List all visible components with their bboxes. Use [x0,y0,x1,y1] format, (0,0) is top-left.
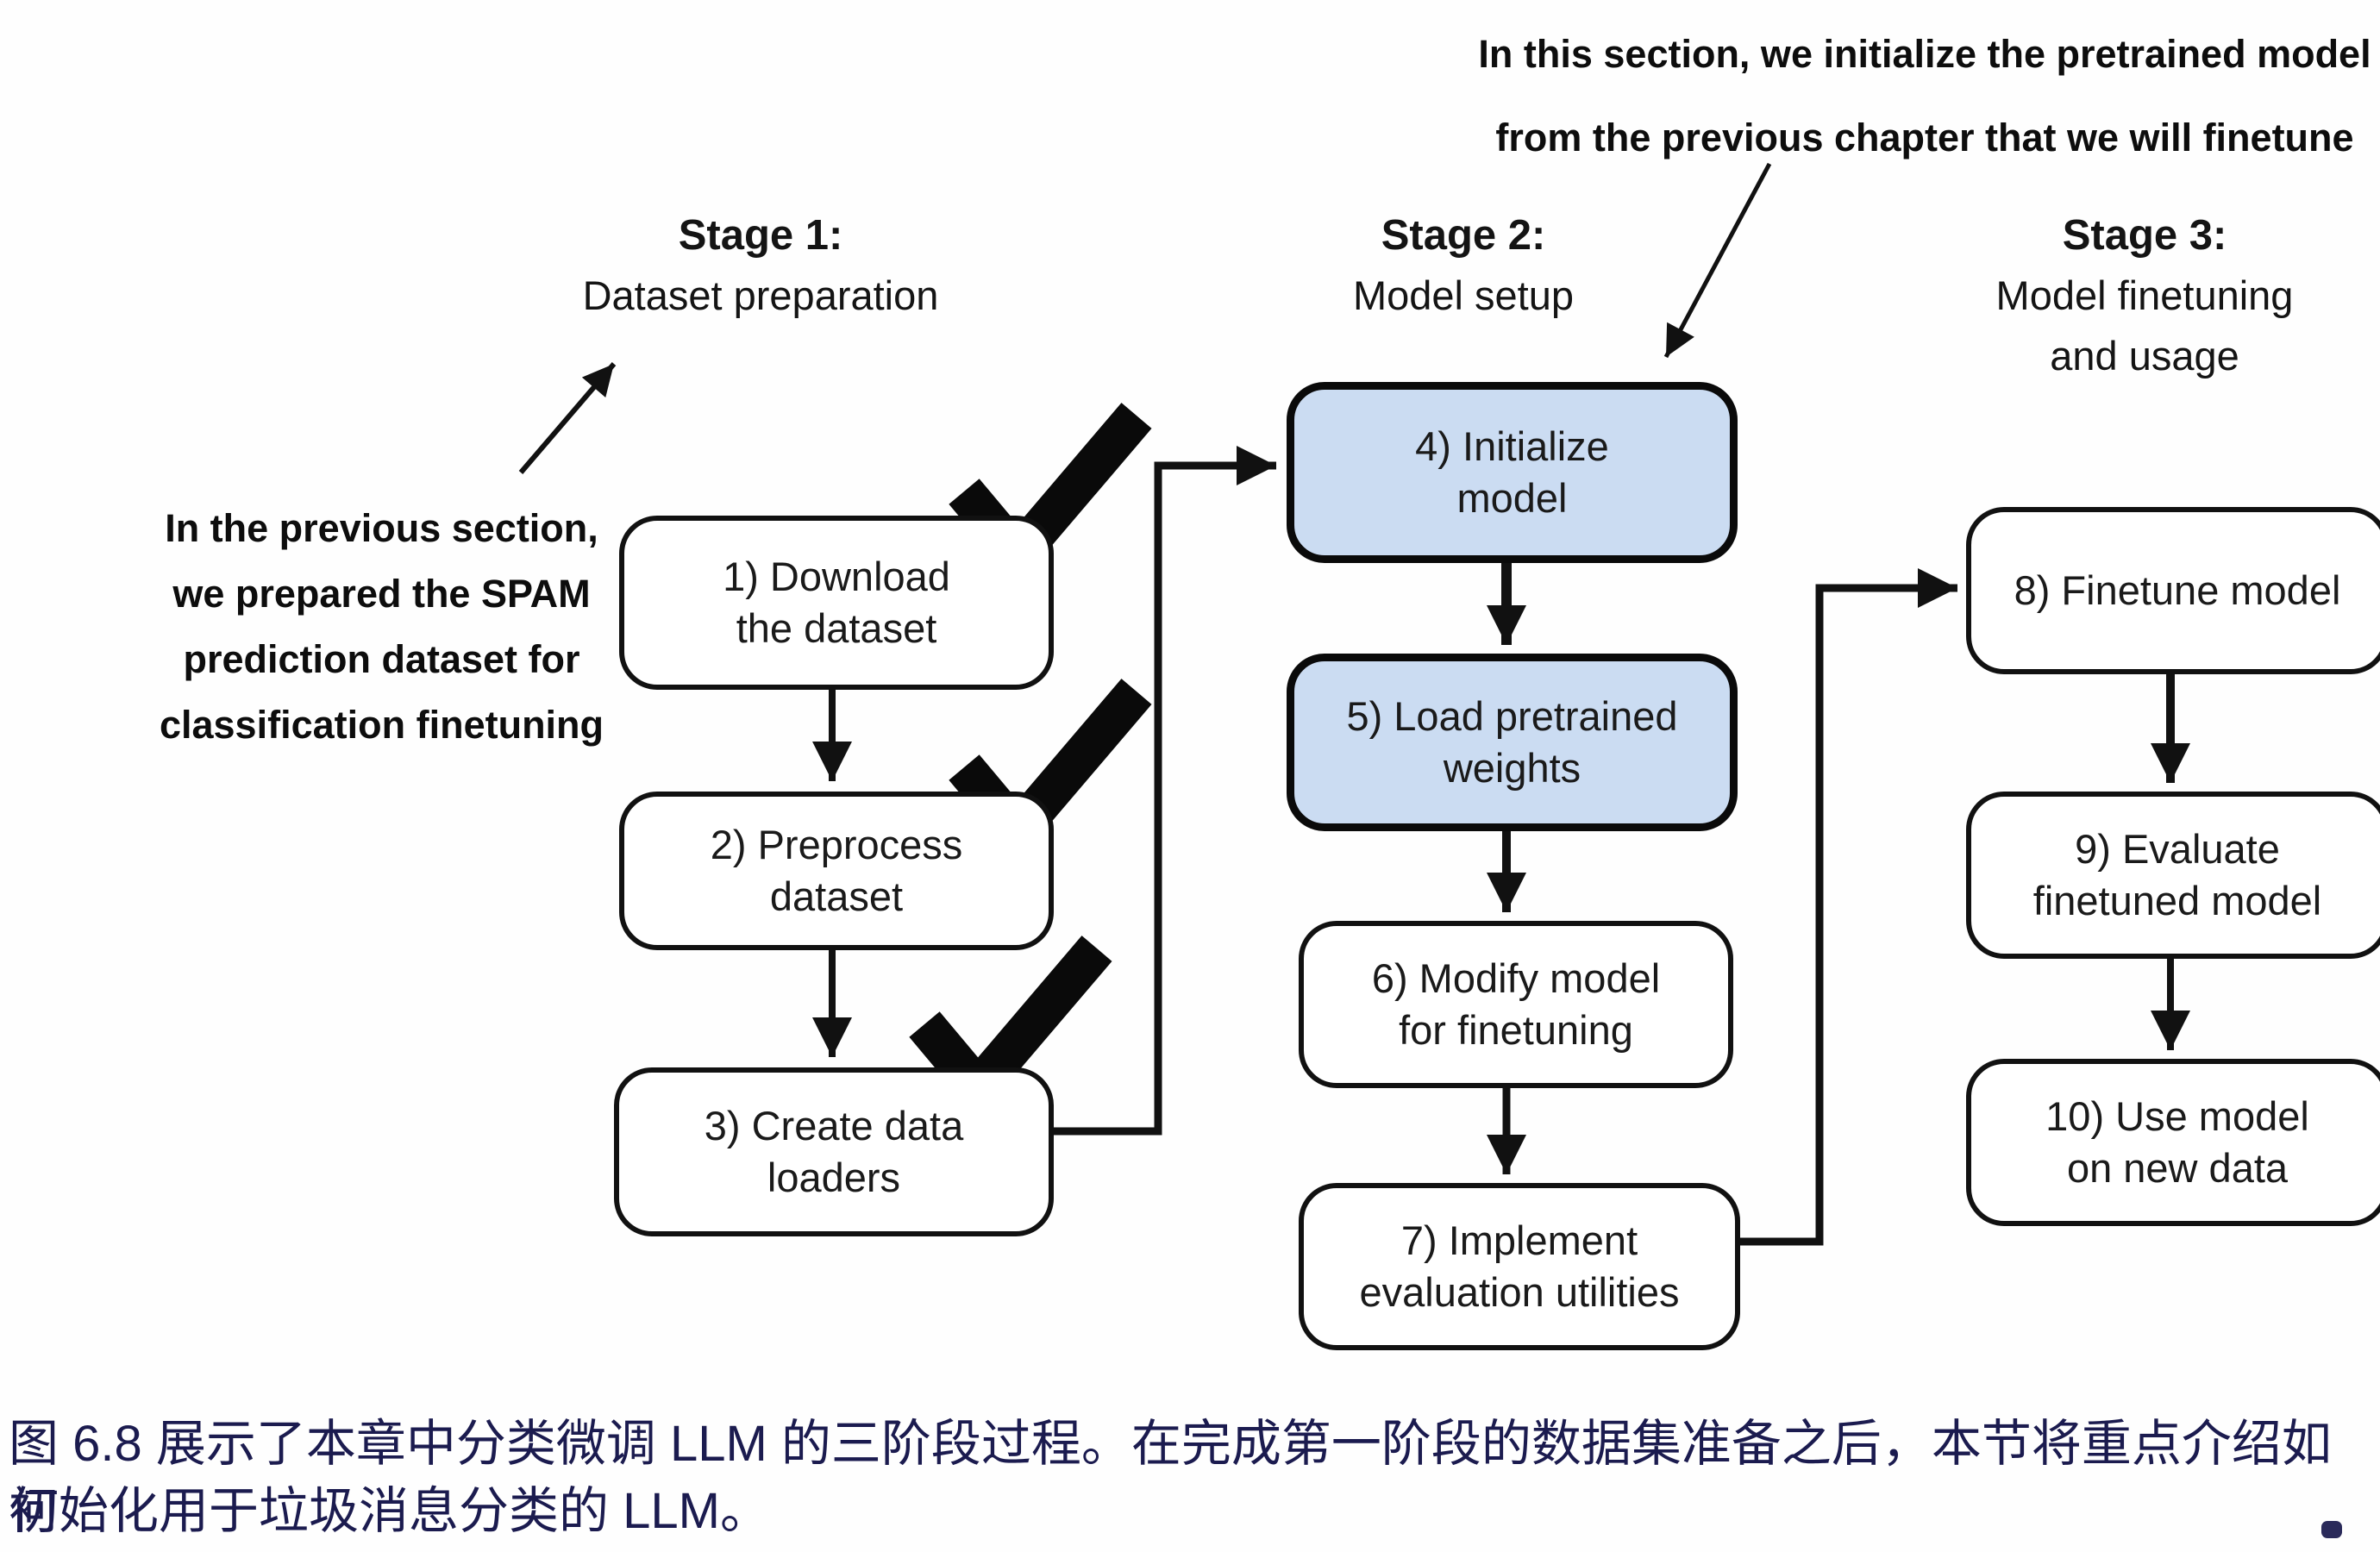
node-label: 1) Download the dataset [723,553,950,651]
node-evaluate-finetuned-model: 9) Evaluate finetuned model [1966,792,2380,959]
connector-box7-box8 [1730,568,1957,1246]
node-modify-model: 6) Modify model for finetuning [1299,921,1733,1088]
node-label: 4) Initialize model [1415,422,1609,521]
node-implement-evaluation-utilities: 7) Implement evaluation utilities [1299,1183,1740,1350]
node-label: 8) Finetune model [2014,566,2341,613]
stage-subtitle: and usage [2050,333,2239,379]
node-load-pretrained-weights: 5) Load pretrained weights [1287,654,1738,831]
node-label: 10) Use model on new data [2045,1092,2309,1191]
stage-title: Stage 2: [1381,212,1546,259]
annotation-left: In the previous section, we prepared the… [134,496,629,758]
stage-2-header: Stage 2: Model setup [1162,205,1765,326]
stage-title: Stage 1: [678,212,843,259]
node-create-data-loaders: 3) Create data loaders [614,1067,1054,1236]
figure-caption-line-2: 初始化用于垃圾消息分类的 LLM。 [9,1483,770,1539]
stage-subtitle: Dataset preparation [582,272,939,318]
node-preprocess-dataset: 2) Preprocess dataset [619,792,1054,950]
node-label: 7) Implement evaluation utilities [1359,1217,1680,1315]
node-finetune-model: 8) Finetune model [1966,507,2380,674]
stage-subtitle: Model setup [1352,272,1575,318]
node-download-dataset: 1) Download the dataset [619,516,1054,690]
stage-3-header: Stage 3: Model finetuning and usage [1843,205,2380,386]
stage-title: Stage 3: [2062,212,2227,259]
annotation-line: In the previous section, [165,506,598,550]
annotation-top-right: In this section, we initialize the pretr… [1476,12,2373,179]
annotation-line: prediction dataset for [183,637,580,681]
edge-mark [2321,1521,2342,1538]
figure-caption-line-1: 图 6.8 展示了本章中分类微调 LLM 的三阶段过程。在完成第一阶段的数据集准… [9,1416,2332,1539]
annotation-line: we prepared the SPAM [172,572,591,616]
annotation-arrow-to-stage1 [518,362,617,474]
stage-1-header: Stage 1: Dataset preparation [459,205,1062,326]
node-label: 6) Modify model for finetuning [1371,954,1661,1053]
annotation-line: In this section, we initialize the pretr… [1478,32,2371,76]
annotation-line: classification finetuning [159,703,604,747]
node-initialize-model: 4) Initialize model [1287,382,1738,563]
node-label: 9) Evaluate finetuned model [2032,825,2322,923]
annotation-arrow-to-box4 [1663,162,1772,359]
node-label: 5) Load pretrained weights [1346,692,1678,791]
connector-box3-box4 [1043,446,1276,1136]
stage-subtitle: Model finetuning [1995,272,2294,318]
node-label: 3) Create data loaders [704,1102,964,1200]
annotation-line: from the previous chapter that we will f… [1495,116,2354,160]
node-label: 2) Preprocess dataset [710,821,963,919]
node-use-model-new-data: 10) Use model on new data [1966,1059,2380,1226]
